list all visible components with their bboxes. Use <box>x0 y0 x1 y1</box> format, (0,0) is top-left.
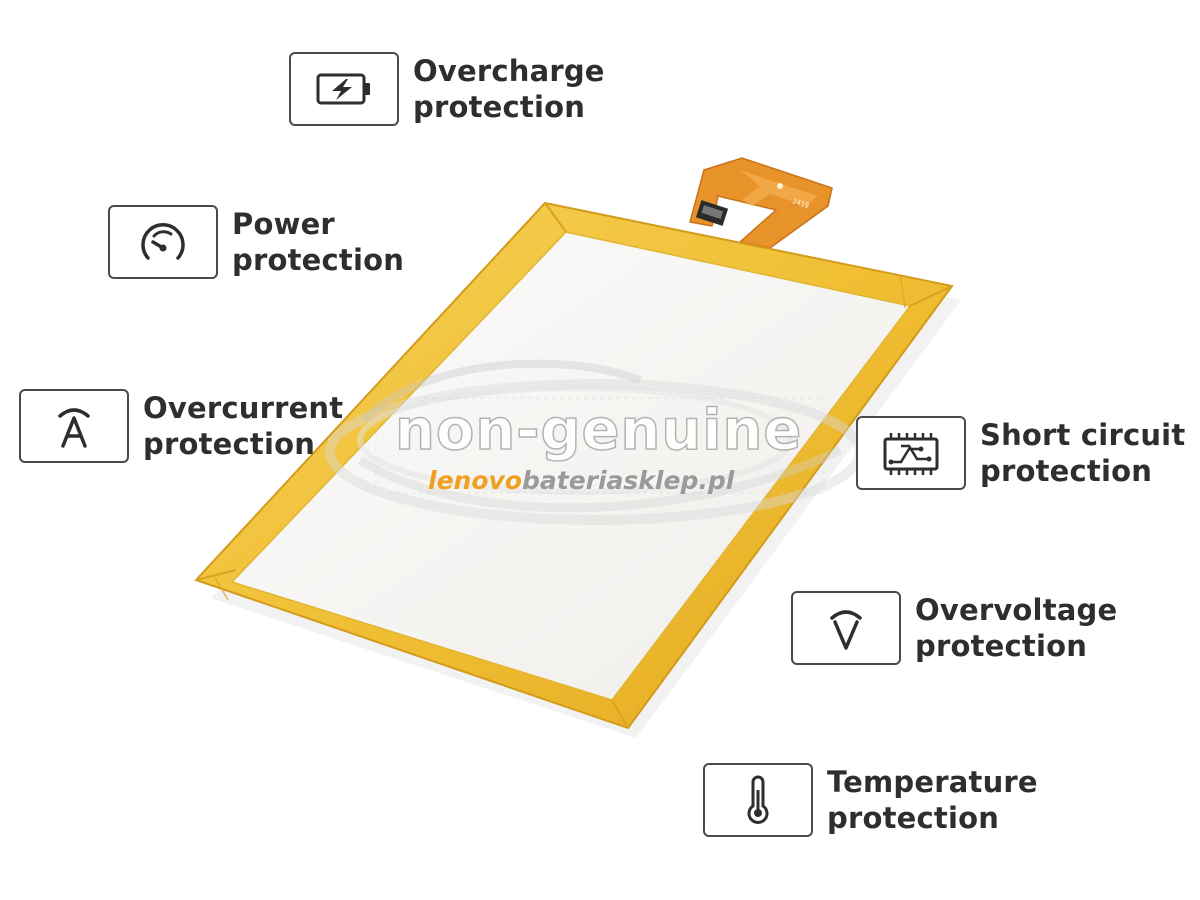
feature-icon-box <box>108 205 218 279</box>
thermometer-icon <box>747 775 769 824</box>
watermark-site-rest: bateriasklep.pl <box>521 466 735 495</box>
feature-short-circuit: Short circuit protection <box>856 416 1185 490</box>
ampere-icon <box>58 408 90 448</box>
feature-icon-box <box>19 389 129 463</box>
circuit-board-icon <box>883 433 939 475</box>
feature-power: Power protection <box>108 205 404 279</box>
feature-label: Overcurrent protection <box>143 391 344 461</box>
feature-temperature: Temperature protection <box>703 763 1038 837</box>
feature-label: Power protection <box>232 207 405 277</box>
feature-overcharge: Overcharge protection <box>289 52 605 126</box>
feature-icon-box <box>856 416 966 490</box>
feature-label: Overcharge protection <box>413 54 605 124</box>
feature-icon-box <box>791 591 901 665</box>
watermark-site-brand: lenovo <box>428 466 522 495</box>
watermark-site: lenovobateriasklep.pl <box>428 466 734 495</box>
gauge-icon <box>141 223 185 260</box>
flex-cable: 2419 <box>689 157 833 249</box>
voltage-icon <box>830 610 862 650</box>
feature-label: Temperature protection <box>827 765 1038 835</box>
feature-icon-box <box>703 763 813 837</box>
feature-overcurrent: Overcurrent protection <box>19 389 343 463</box>
watermark-text: non-genuine <box>394 397 803 464</box>
feature-overvoltage: Overvoltage protection <box>791 591 1117 665</box>
feature-label: Overvoltage protection <box>915 593 1118 663</box>
feature-icon-box <box>289 52 399 126</box>
feature-label: Short circuit protection <box>980 418 1186 488</box>
battery-charging-icon <box>316 73 370 105</box>
